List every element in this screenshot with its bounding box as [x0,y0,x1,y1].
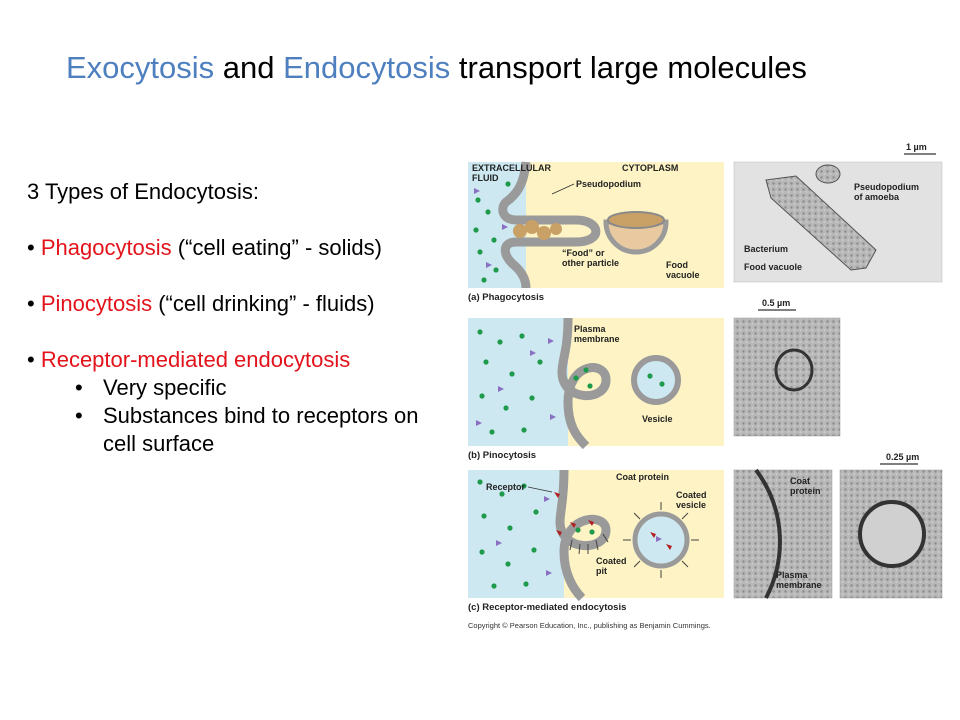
desc-phagocytosis: (“cell eating” - solids) [171,235,382,260]
scale-05um: 0.5 µm [762,298,790,308]
particles-b-purple [476,338,556,426]
label-vesicle: Vesicle [642,414,673,424]
label-fluid: FLUID [472,173,499,183]
particles-b [477,329,665,435]
particles-c [477,479,595,589]
panel-receptor-mediated: Receptor Coat protein Coated vesicle Coa… [468,452,943,613]
label-food-vacuole-1: Food [666,260,688,270]
scale-025um: 0.25 µm [886,452,919,462]
label-coat-protein: Coat protein [616,472,669,482]
title-and: and [214,50,284,85]
list-item-receptor-mediated: • Receptor-mediated endocytosis [27,347,351,372]
scale-1um: 1 µm [906,142,927,152]
label-extracellular: EXTRACELLULAR [472,163,551,173]
particles-a [473,181,511,283]
food-particle [513,220,562,240]
panel-pinocytosis: Plasma membrane Vesicle (b) Pinocytosis … [468,298,841,461]
em-label-bacterium: Bacterium [744,244,788,254]
food-vacuole [603,219,669,255]
term-pinocytosis: Pinocytosis [40,291,153,316]
sub-item-bind: •Substances bind to receptors on cell su… [75,403,419,456]
desc-pinocytosis: (“cell drinking” - fluids) [152,291,375,316]
term-receptor-mediated: Receptor-mediated endocytosis [40,347,351,372]
particles-a-purple [474,188,508,268]
label-membrane: membrane [574,334,620,344]
title-exocytosis: Exocytosis [66,50,215,85]
label-other-particle: other particle [562,258,619,268]
label-coated-vesicle-1: Coated [676,490,707,500]
label-receptor: Receptor [486,482,526,492]
pinocytic-vesicle [631,355,681,405]
em-label-pseudopodium: Pseudopodium [854,182,919,192]
content-list: 3 Types of Endocytosis: • Phagocytosis (… [27,178,447,458]
endocytosis-figure: EXTRACELLULAR FLUID CYTOPLASM Pseudopodi… [468,142,943,630]
em-label-amoeba: of amoeba [854,192,900,202]
panel-phagocytosis: EXTRACELLULAR FLUID CYTOPLASM Pseudopodi… [468,142,943,303]
coated-pit-membrane [555,469,611,602]
cell-membrane [498,161,601,289]
list-item-phagocytosis: • Phagocytosis (“cell eating” - solids) [27,235,382,260]
label-food-vacuole-2: vacuole [666,270,700,280]
title-endocytosis: Endocytosis [283,50,451,85]
term-phagocytosis: Phagocytosis [40,235,172,260]
copyright-notice: Copyright © Pearson Education, Inc., pub… [468,621,711,630]
em-label-food-vacuole: Food vacuole [744,262,802,272]
sub-item-specific: •Very specific [75,375,227,400]
extracellular-region-b [468,318,568,446]
label-coated-vesicle-2: vesicle [676,500,706,510]
em-label-membrane: membrane [776,580,822,590]
em-label-plasma: Plasma [776,570,809,580]
title-rest: transport large molecules [450,50,807,85]
particles-c-purple [496,496,662,576]
em-label-coat: Coat [790,476,810,486]
coat-bristles [569,533,609,555]
plasma-membrane [557,317,611,450]
label-food: “Food” or [562,248,605,258]
list-item-pinocytosis: • Pinocytosis (“cell drinking” - fluids) [27,291,375,316]
micrograph-coated-pit [733,469,833,599]
caption-pinocytosis: (b) Pinocytosis [468,450,536,461]
label-cytoplasm: CYTOPLASM [622,163,678,173]
label-pseudopodium: Pseudopodium [576,179,641,189]
caption-phagocytosis: (a) Phagocytosis [468,292,544,303]
vesicle-bristles [623,502,699,578]
micrograph-pinocytosis [733,317,841,437]
label-coated-pit-1: Coated [596,556,627,566]
em-label-protein: protein [790,486,821,496]
label-plasma: Plasma [574,324,607,334]
caption-receptor-mediated: (c) Receptor-mediated endocytosis [468,602,626,613]
content-heading: 3 Types of Endocytosis: [27,179,259,204]
slide-title: Exocytosis and Endocytosis transport lar… [66,50,926,86]
receptors [554,492,672,550]
label-coated-pit-2: pit [596,566,607,576]
coated-vesicle [632,511,690,569]
